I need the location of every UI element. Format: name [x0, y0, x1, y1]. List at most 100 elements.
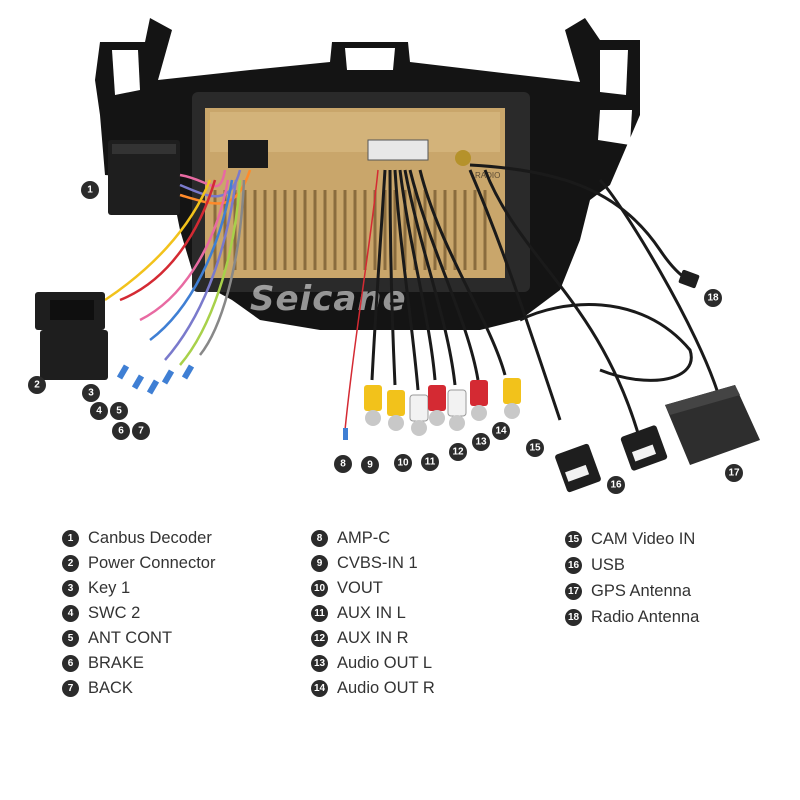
svg-text:11: 11 — [425, 457, 436, 468]
legend-number: 8 — [311, 530, 328, 547]
legend-label: GPS Antenna — [591, 581, 691, 600]
callout-18: 18 — [704, 289, 722, 307]
svg-text:17: 17 — [728, 468, 740, 479]
watermark: Seicane — [250, 279, 407, 319]
legend-number: 2 — [62, 555, 79, 572]
callout-17: 17 — [725, 464, 743, 482]
callout-3: 3 — [82, 384, 100, 402]
legend-number: 3 — [62, 580, 79, 597]
svg-text:7: 7 — [138, 426, 144, 437]
svg-text:5: 5 — [116, 406, 122, 417]
legend-number: 10 — [311, 580, 328, 597]
svg-text:1: 1 — [87, 185, 93, 196]
legend-label: AUX IN R — [337, 629, 409, 647]
legend-item: 8 AMP-C — [311, 526, 435, 551]
legend-number: 15 — [565, 530, 582, 548]
legend-number: 4 — [62, 605, 79, 622]
legend-label: BRAKE — [88, 654, 144, 672]
legend-label: VOUT — [337, 579, 383, 597]
usb-cables — [468, 169, 693, 493]
legend-item: 12 AUX IN R — [311, 626, 435, 651]
callout-13: 13 — [472, 433, 490, 451]
callout-11: 11 — [421, 453, 439, 471]
legend-number: 5 — [62, 630, 79, 647]
callout-16: 16 — [607, 476, 625, 494]
svg-text:13: 13 — [475, 437, 487, 448]
legend-item: 9 CVBS-IN 1 — [311, 551, 435, 576]
legend-item: 14 Audio OUT R — [311, 676, 435, 701]
legend-label: AMP-C — [337, 529, 391, 547]
gps-antenna — [598, 178, 760, 465]
head-unit-photo: RADIO Seicane — [28, 18, 760, 494]
legend-item: 5 ANT CONT — [62, 626, 215, 651]
legend-number: 18 — [565, 608, 582, 626]
legend-item: 15 CAM Video IN — [565, 526, 699, 552]
legend-label: Audio OUT L — [337, 654, 433, 672]
callout-14: 14 — [492, 422, 510, 440]
callouts: 1 2 3 4 5 6 7 8 9 10 11 12 13 14 15 16 1… — [28, 181, 743, 494]
legend-column-3: 15 CAM Video IN 16 USB 17 GPS Antenna 18 Rad… — [565, 526, 699, 630]
legend-label: AUX IN L — [337, 604, 406, 622]
legend-item: 3 Key 1 — [62, 576, 215, 601]
svg-text:9: 9 — [367, 460, 373, 471]
legend-label: Canbus Decoder — [88, 529, 212, 547]
legend-label: Power Connector — [88, 554, 216, 572]
callout-4: 4 — [90, 402, 108, 420]
callout-10: 10 — [394, 454, 412, 472]
callout-5: 5 — [110, 402, 128, 420]
legend-number: 7 — [62, 680, 79, 697]
callout-9: 9 — [361, 456, 379, 474]
legend-number: 17 — [565, 582, 582, 600]
legend-item: 1 Canbus Decoder — [62, 526, 215, 551]
legend-label: Key 1 — [88, 579, 131, 597]
svg-text:10: 10 — [397, 458, 409, 469]
legend-item: 4 SWC 2 — [62, 601, 215, 626]
legend-label: CAM Video IN — [591, 529, 696, 548]
legend-item: 6 BRAKE — [62, 651, 215, 676]
rca-plugs — [343, 378, 521, 440]
callout-12: 12 — [449, 443, 467, 461]
callout-15: 15 — [526, 439, 544, 457]
svg-text:2: 2 — [34, 380, 40, 391]
svg-text:3: 3 — [88, 388, 94, 399]
svg-text:6: 6 — [118, 426, 124, 437]
callout-6: 6 — [112, 422, 130, 440]
legend-number: 6 — [62, 655, 79, 672]
power-connector — [35, 292, 108, 380]
legend-number: 9 — [311, 555, 328, 572]
canbus-decoder — [108, 140, 180, 215]
legend-item: 10 VOUT — [311, 576, 435, 601]
svg-text:18: 18 — [707, 293, 719, 304]
legend-item: 17 GPS Antenna — [565, 578, 699, 604]
callout-8: 8 — [334, 455, 352, 473]
legend-item: 16 USB — [565, 552, 699, 578]
wire-tips — [116, 364, 195, 395]
legend-label: CVBS-IN 1 — [337, 554, 418, 572]
rca-cables — [344, 169, 507, 431]
legend-label: ANT CONT — [88, 629, 173, 647]
legend-item: 2 Power Connector — [62, 551, 215, 576]
legend-label: SWC 2 — [88, 604, 141, 622]
svg-text:15: 15 — [529, 443, 541, 454]
legend-number: 14 — [311, 680, 328, 697]
callout-7: 7 — [132, 422, 150, 440]
svg-text:16: 16 — [610, 480, 622, 491]
legend-number: 1 — [62, 530, 79, 547]
svg-text:12: 12 — [452, 447, 464, 458]
wire-bundle — [104, 169, 252, 366]
legend-label: USB — [591, 555, 625, 574]
svg-text:4: 4 — [96, 406, 102, 417]
legend-number: 16 — [565, 556, 582, 574]
callout-2: 2 — [28, 376, 46, 394]
svg-text:8: 8 — [340, 459, 346, 470]
legend-label: Radio Antenna — [591, 607, 700, 626]
legend-label: Audio OUT R — [337, 679, 435, 697]
callout-1: 1 — [81, 181, 99, 199]
legend-number: 12 — [311, 630, 328, 647]
radio-antenna — [455, 150, 700, 289]
svg-text:14: 14 — [495, 426, 507, 437]
